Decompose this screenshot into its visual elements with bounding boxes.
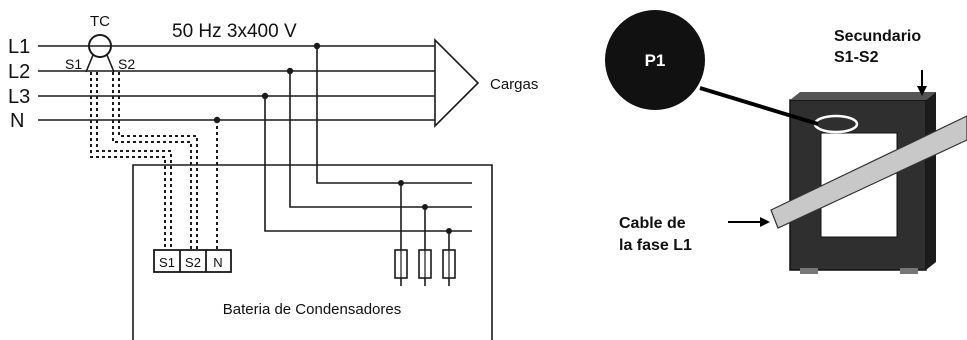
line-label-l1: L1 <box>8 36 30 58</box>
ct-foot <box>900 268 918 274</box>
terminal-n-label: N <box>213 255 222 270</box>
cable-label-line1: Cable de <box>619 215 686 232</box>
ct-foot <box>800 268 818 274</box>
terminal-s1-label: S1 <box>159 255 175 270</box>
cable-label-line2: la fase L1 <box>619 237 692 254</box>
secondary-arrow-head <box>917 86 927 96</box>
ct-body-top <box>790 92 936 100</box>
current-transformer-icon <box>88 34 112 58</box>
battery-label: Bateria de Condensadores <box>223 301 401 318</box>
supply-label: 50 Hz 3x400 V <box>172 21 297 42</box>
loads-label: Cargas <box>490 76 538 93</box>
wiring-diagram <box>38 34 493 340</box>
feed-wire-l2 <box>289 71 472 208</box>
p1-leader-line <box>699 86 819 126</box>
p1-label: P1 <box>645 51 666 70</box>
p1-badge <box>605 10 705 110</box>
cable-arrow-head <box>760 217 770 227</box>
feed-wire-l3 <box>264 96 472 232</box>
ct-secondary-wire-s1 <box>90 72 166 250</box>
junction-dot <box>213 116 221 124</box>
ct-secondary-wire-s2-b <box>118 72 198 250</box>
tc-label: TC <box>90 13 110 30</box>
terminal-block <box>153 249 232 273</box>
secondary-label-line2: S1-S2 <box>834 49 879 66</box>
ct-s1-label: S1 <box>65 56 82 72</box>
loads-arrow <box>434 38 480 128</box>
cable-icon <box>770 115 967 229</box>
ct-s2-label: S2 <box>118 56 135 72</box>
line-label-l3: L3 <box>8 86 30 108</box>
ct-lead-s2 <box>106 54 115 73</box>
line-label-l2: L2 <box>8 61 30 83</box>
line-label-n: N <box>10 110 24 132</box>
ct-lead-s1 <box>85 54 94 73</box>
ct-secondary-wire-s2 <box>112 72 192 250</box>
feed-wire-l1 <box>316 46 472 184</box>
ct-body-side <box>926 92 936 270</box>
capacitor-bank-box <box>132 164 493 340</box>
ct-illustration <box>605 10 967 274</box>
terminal-s2-label: S2 <box>185 255 201 270</box>
ct-secondary-wire-s1-b <box>96 72 172 250</box>
secondary-label-line1: Secundario <box>834 28 921 45</box>
